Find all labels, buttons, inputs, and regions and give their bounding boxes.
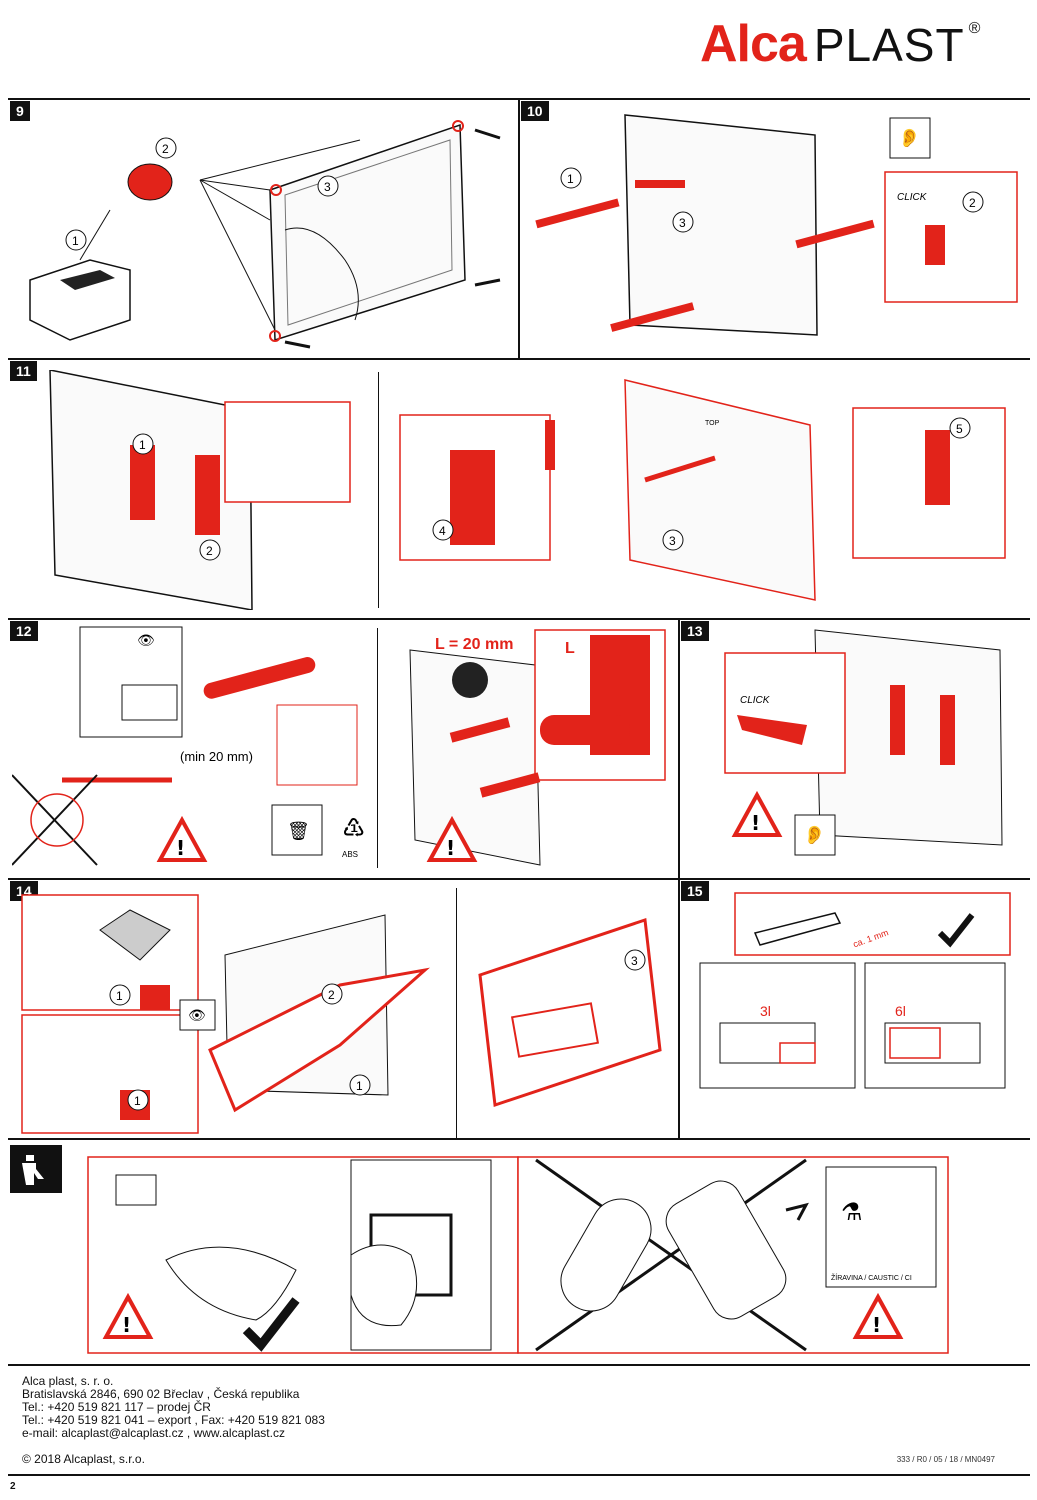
illustration-step-13: CLICK ! 👂 — [715, 625, 1015, 870]
brand-name-light: PLAST — [813, 19, 965, 71]
step-number-15: 15 — [681, 881, 709, 901]
step-number-12: 12 — [10, 621, 38, 641]
callout-1: 1 — [116, 989, 123, 1003]
divider — [8, 1138, 1030, 1140]
callout-5: 5 — [956, 422, 963, 436]
callout-1: 1 — [356, 1079, 363, 1093]
abs-label: ABS — [342, 850, 358, 859]
registered-mark: ® — [968, 20, 981, 37]
callout-2: 2 — [206, 544, 213, 558]
warning-icon: ! — [176, 836, 185, 860]
document-id: 333 / R0 / 05 / 18 / MN0497 — [896, 1455, 995, 1464]
divider — [378, 372, 379, 608]
brand-logo: Alca PLAST ® — [700, 14, 980, 74]
illustration-step-11-b: 4 TOP 3 5 — [395, 370, 1015, 610]
volume-6l-label: 6l — [895, 1003, 906, 1019]
top-label: TOP — [705, 420, 720, 427]
min-distance-label: (min 20 mm) — [180, 749, 253, 764]
divider — [678, 878, 680, 1138]
illustration-step-11-a: 1 2 — [40, 370, 365, 610]
callout-3: 3 — [631, 954, 638, 968]
callout-1: 1 — [567, 172, 574, 186]
callout-1: 1 — [139, 438, 146, 452]
illustration-step-12-a: 👁 (min 20 mm) ! 🗑 ♳ ABS — [12, 625, 374, 870]
illustration-step-12-b: L = 20 mm L ! — [390, 625, 672, 870]
email-web[interactable]: e-mail: alcaplast@alcaplast.cz , www.alc… — [22, 1426, 285, 1440]
callout-3: 3 — [669, 534, 676, 548]
click-label-2: CLICK — [740, 695, 771, 706]
copyright: © 2018 Alcaplast, s.r.o. — [22, 1452, 145, 1466]
corrosive-icon: ⚗ — [841, 1198, 863, 1226]
trash-icon: 🗑 — [287, 821, 310, 842]
divider — [8, 1474, 1030, 1476]
eye-icon: 👁 — [137, 633, 155, 649]
recycle-icon: ♳ — [342, 814, 365, 844]
company-address: Bratislavská 2846, 690 02 Břeclav , Česk… — [22, 1387, 300, 1401]
illustration-step-15: ca. 1 mm 3l 6l — [695, 888, 1015, 1136]
warning-icon: ! — [872, 1313, 881, 1337]
warning-icon: ! — [446, 836, 455, 860]
step-number-13: 13 — [681, 621, 709, 641]
callout-3: 3 — [324, 180, 331, 194]
caustic-label: ŽÍRAVINA / CAUSTIC / CI — [831, 1273, 912, 1282]
phone-sales: Tel.: +420 519 821 117 – prodej ČR — [22, 1400, 211, 1414]
illustration-step-14-a: 1 1 👁 2 1 — [20, 890, 450, 1135]
ear-icon: 👂 — [803, 824, 825, 846]
warning-icon: ! — [122, 1313, 131, 1337]
callout-3: 3 — [679, 216, 686, 230]
divider — [678, 618, 680, 878]
divider — [518, 98, 520, 358]
brand-name-bold: Alca — [700, 15, 807, 73]
l-label: L — [565, 640, 575, 657]
divider — [8, 618, 1030, 620]
eye-icon: 👁 — [188, 1008, 206, 1024]
company-contact: Alca plast, s. r. o. Bratislavská 2846, … — [22, 1375, 325, 1440]
step-number-9: 9 — [10, 101, 30, 121]
divider — [8, 878, 1030, 880]
callout-4: 4 — [439, 524, 446, 538]
ear-icon: 👂 — [898, 127, 920, 149]
step-number-11: 11 — [10, 361, 37, 381]
divider — [8, 358, 1030, 360]
divider — [377, 628, 378, 868]
maintenance-illustrations: ! ⚗ ŽÍRAVINA / CAUSTIC / CI ! — [86, 1155, 950, 1355]
divider — [456, 888, 457, 1138]
volume-3l-label: 3l — [760, 1003, 771, 1019]
illustration-step-10: 👂 CLICK 1 3 2 — [525, 110, 1020, 350]
callout-2: 2 — [328, 988, 335, 1002]
step-number-10: 10 — [521, 101, 549, 121]
callout-2: 2 — [162, 142, 169, 156]
illustration-step-9: 1 2 3 — [20, 110, 510, 350]
divider — [8, 1364, 1030, 1366]
maintenance-icon — [10, 1145, 62, 1193]
page-number: 2 — [10, 1481, 16, 1492]
l20-label: L = 20 mm — [435, 636, 513, 653]
phone-export: Tel.: +420 519 821 041 – export , Fax: +… — [22, 1413, 325, 1427]
illustration-step-14-b: 3 — [465, 890, 670, 1135]
click-label: CLICK — [897, 192, 928, 203]
warning-icon: ! — [751, 811, 760, 835]
callout-1: 1 — [134, 1094, 141, 1108]
callout-2: 2 — [969, 196, 976, 210]
callout-1: 1 — [72, 234, 79, 248]
company-name: Alca plast, s. r. o. — [22, 1374, 114, 1388]
